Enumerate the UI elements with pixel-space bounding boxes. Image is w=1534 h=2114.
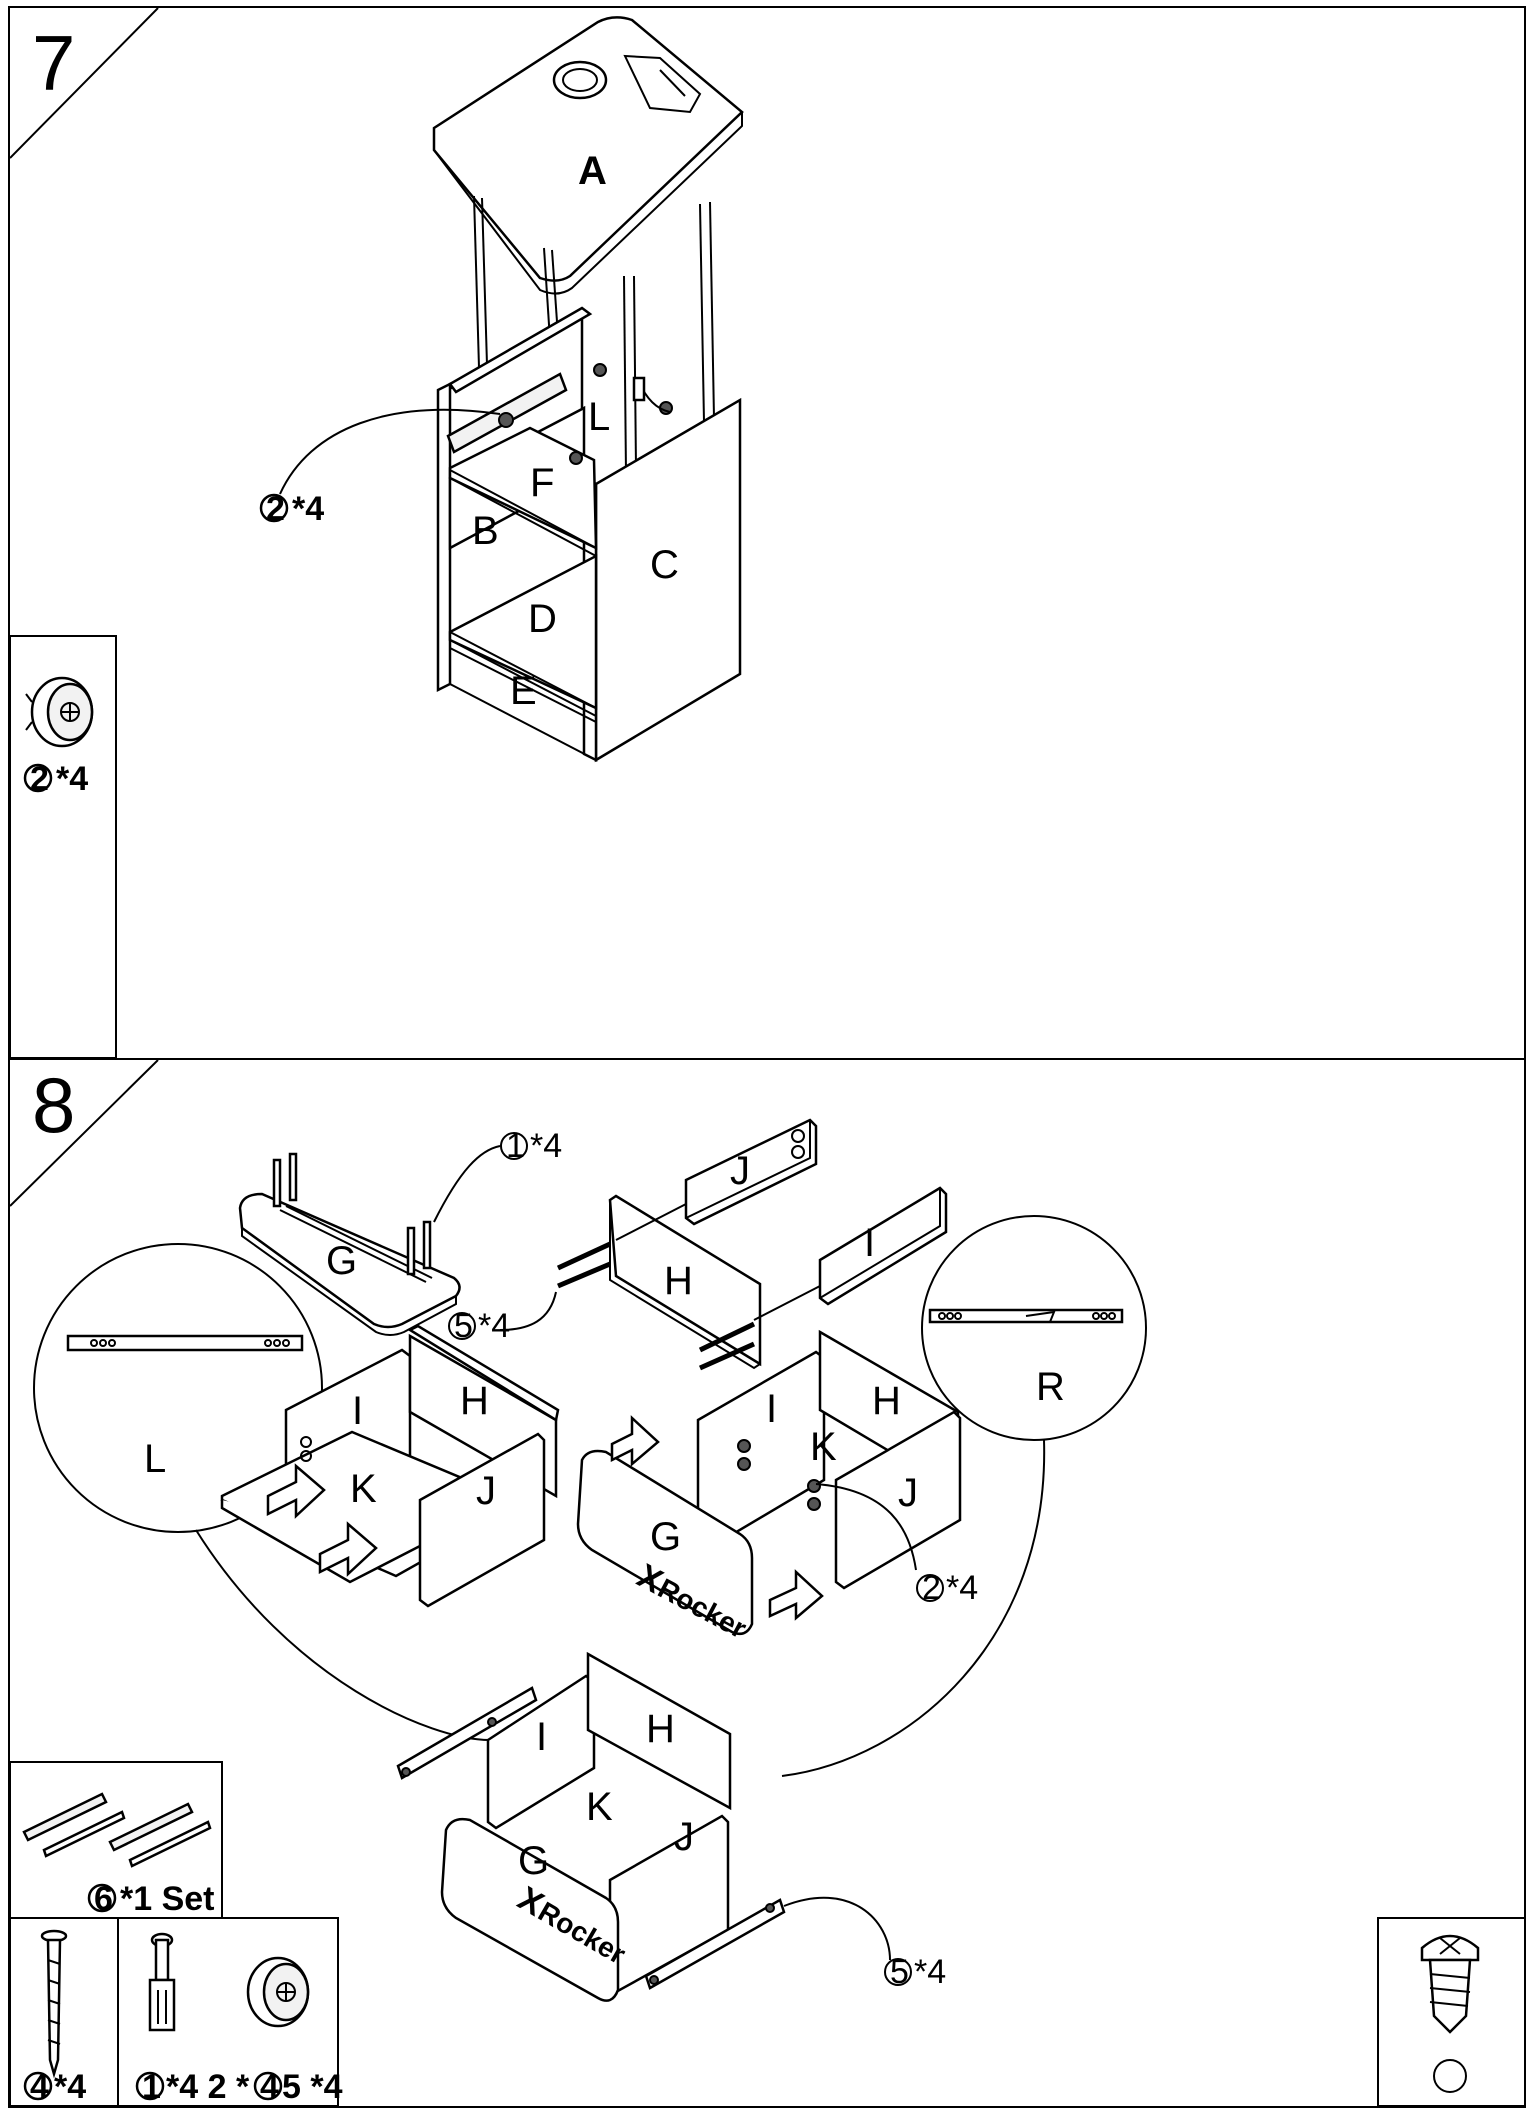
svg-text:*4: *4 xyxy=(946,1569,978,1607)
part-label-r-detail: R xyxy=(1036,1365,1065,1409)
part-label-j-top: J xyxy=(730,1149,750,1193)
hardware-box-long-screw xyxy=(9,1917,119,2107)
svg-text:*4: *4 xyxy=(530,1127,562,1165)
callout-short-screw-final: 5 *4 xyxy=(884,1953,946,1991)
callout-cam-lock: 2 *4 xyxy=(916,1569,978,1607)
step-8-panel: 8 G 1 *4 xyxy=(8,1058,1527,2108)
part-label-j-right: J xyxy=(898,1471,918,1515)
svg-text:1: 1 xyxy=(142,2068,161,2106)
hardware-bottom-labels: 4 *4 1 *4 2 * 4 5 *4 xyxy=(23,2068,343,2106)
svg-text:5: 5 xyxy=(890,1953,909,1991)
callout-leader xyxy=(499,1291,557,1331)
step-number: 8 xyxy=(32,1061,76,1149)
part-label-j: J xyxy=(476,1469,496,1513)
callout-cam-lock: 2 *4 xyxy=(259,490,324,528)
callout-leader xyxy=(815,1483,917,1571)
drawer-front-g: G xyxy=(238,1152,461,1336)
step-7-diagram: A xyxy=(9,7,744,1059)
svg-text:*4: *4 xyxy=(56,760,88,798)
part-label-i-final: I xyxy=(536,1715,547,1759)
part-label-h-final: H xyxy=(646,1707,675,1751)
part-label-k-final: K xyxy=(586,1785,613,1829)
wireless-charger-icon xyxy=(552,60,608,100)
part-label-h-top: H xyxy=(664,1259,693,1303)
cam-lock-icon xyxy=(246,1956,310,2028)
svg-text:*4: *4 xyxy=(54,2068,86,2106)
callout-leader xyxy=(279,408,501,495)
part-label-g: G xyxy=(326,1239,357,1283)
part-label-a: A xyxy=(578,149,607,193)
callout-cam-bolt: 1 *4 xyxy=(500,1127,562,1165)
callout-short-screw: 5 *4 xyxy=(448,1307,510,1345)
svg-text:1: 1 xyxy=(506,1127,525,1165)
part-label-k: K xyxy=(350,1467,377,1511)
drawer-exploded-parts: J H I xyxy=(556,1118,948,1371)
svg-text:*4: *4 xyxy=(478,1307,510,1345)
callout-leader xyxy=(433,1145,501,1223)
drawer-slide-icon xyxy=(22,1792,212,1868)
cable-port-icon xyxy=(623,54,702,114)
callout-leader xyxy=(783,1896,891,1961)
step-number: 7 xyxy=(32,19,76,107)
part-label-d: D xyxy=(528,597,557,641)
svg-text:4: 4 xyxy=(260,2068,279,2106)
drawer-box-right: I H K J G X Rocker xyxy=(576,1329,962,1644)
svg-text:5 *4: 5 *4 xyxy=(282,2068,343,2106)
cam-lock-icon xyxy=(25,676,94,748)
part-label-l-detail: L xyxy=(144,1437,166,1481)
short-screw-icon xyxy=(1420,1934,1480,2034)
top-panel-a: A xyxy=(432,16,744,295)
svg-text:4: 4 xyxy=(30,2068,49,2106)
cam-bolt-icon xyxy=(148,1932,176,2032)
long-screw-icon xyxy=(40,1929,68,2079)
part-label-e: E xyxy=(510,669,537,713)
part-label-h-right: H xyxy=(872,1379,901,1423)
part-label-f: F xyxy=(530,461,554,505)
empty-count-circle xyxy=(1433,2059,1467,2093)
hardware-box-cam-lock: 2 *4 xyxy=(9,635,117,1059)
hardware-box-short-screw xyxy=(1377,1917,1527,2107)
part-label-b: B xyxy=(472,509,499,553)
part-label-j-final: J xyxy=(674,1815,694,1859)
svg-text:5: 5 xyxy=(454,1307,473,1345)
svg-text:*4: *4 xyxy=(292,490,324,528)
svg-text:*4 2 *: *4 2 * xyxy=(166,2068,250,2106)
part-label-g-right: G xyxy=(650,1515,681,1559)
part-label-i-right: I xyxy=(766,1387,777,1431)
part-label-h: H xyxy=(460,1379,489,1423)
detail-circle-l: L xyxy=(33,1243,323,1533)
svg-text:2: 2 xyxy=(266,490,285,528)
part-label-i: I xyxy=(352,1389,363,1433)
part-label-l: L xyxy=(588,395,610,439)
svg-text:2: 2 xyxy=(922,1569,941,1607)
step-7-panel: 7 A xyxy=(8,6,1526,1060)
cabinet-body: L F B C D E xyxy=(436,306,742,763)
step-8-diagram: G 1 *4 J H I xyxy=(9,1059,1527,2107)
svg-text:2: 2 xyxy=(30,760,49,798)
part-label-i-top: I xyxy=(864,1221,875,1265)
svg-text:*4: *4 xyxy=(914,1953,946,1991)
corner-diagonal xyxy=(9,1059,159,1207)
corner-diagonal xyxy=(9,7,159,159)
cam-bolt-icon xyxy=(272,1152,432,1276)
drawer-final: I H K J G X Rocker xyxy=(396,1651,786,2002)
part-label-g-final: G xyxy=(518,1839,549,1883)
svg-text:6: 6 xyxy=(94,1880,113,1918)
part-label-c: C xyxy=(650,543,679,587)
leader-r xyxy=(781,1439,1046,1777)
part-label-k-right: K xyxy=(810,1425,837,1469)
drawer-box-left: I H K J xyxy=(220,1324,560,1608)
svg-text:*1 Set: *1 Set xyxy=(120,1880,215,1918)
hardware-box-slides: 6 *1 Set xyxy=(9,1761,223,1919)
detail-circle-r: R xyxy=(921,1215,1147,1441)
